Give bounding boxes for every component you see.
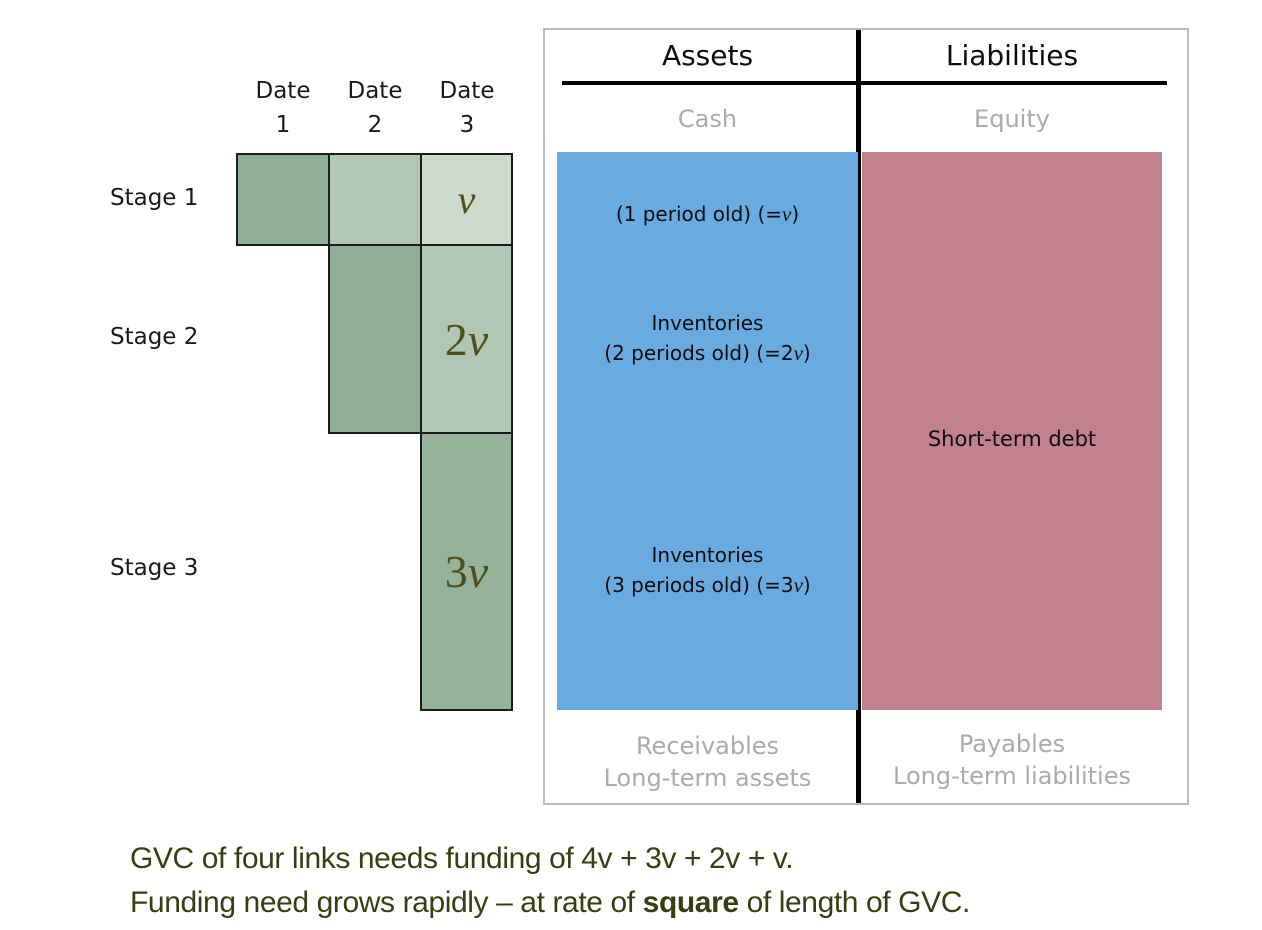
date-header-2-num: 2 xyxy=(367,112,383,138)
long-term-liabilities-label: Long-term liabilities xyxy=(893,762,1131,790)
balance-sheet-header-underline xyxy=(562,81,1167,85)
liabilities-header: Liabilities xyxy=(945,39,1079,72)
assets-footer: Receivables Long-term assets xyxy=(557,730,858,794)
asset-item-3-title: Inventories xyxy=(651,543,764,567)
grid-cell-stage1-date1 xyxy=(236,153,330,246)
date-header-3: Date 3 xyxy=(420,74,514,142)
date-header-3-num: 3 xyxy=(459,112,475,138)
caption-line-2: Funding need grows rapidly – at rate of … xyxy=(130,886,970,919)
liabilities-footer: Payables Long-term liabilities xyxy=(862,728,1162,792)
asset-item-3-detail: (3 periods old) (=3v) xyxy=(604,573,811,597)
date-header-1: Date 1 xyxy=(236,74,330,142)
date-header-1-num: 1 xyxy=(275,112,291,138)
long-term-assets-label: Long-term assets xyxy=(603,764,812,792)
caption-bold-square: square xyxy=(642,886,739,919)
stage-label-1: Stage 1 xyxy=(110,185,199,211)
payables-label: Payables xyxy=(958,730,1066,758)
date-header-2-word: Date xyxy=(347,78,403,104)
stage-label-3: Stage 3 xyxy=(110,555,199,581)
receivables-label: Receivables xyxy=(635,732,780,760)
equity-label: Equity xyxy=(974,105,1050,133)
cash-label: Cash xyxy=(677,105,738,133)
balance-sheet: Assets Liabilities Cash Equity (1 period… xyxy=(543,28,1189,805)
caption: GVC of four links needs funding of 4v + … xyxy=(130,837,970,925)
short-term-debt-label: Short-term debt xyxy=(927,427,1097,451)
asset-item-2-title: Inventories xyxy=(651,311,764,335)
assets-fill-area xyxy=(557,152,858,710)
asset-item-1-detail: (1 period old) (=v) xyxy=(615,202,800,226)
balance-sheet-column-divider xyxy=(856,30,861,803)
stage-label-2: Stage 2 xyxy=(110,324,199,350)
grid-cell-stage2-date2 xyxy=(328,244,422,434)
grid-cell-stage1-date3: v xyxy=(420,153,513,246)
liabilities-fill-area xyxy=(862,152,1162,710)
caption-line-1: GVC of four links needs funding of 4v + … xyxy=(130,842,794,875)
grid-cell-stage1-date2 xyxy=(328,153,422,246)
date-header-3-word: Date xyxy=(439,78,495,104)
date-header-2: Date 2 xyxy=(328,74,422,142)
date-header-1-word: Date xyxy=(255,78,311,104)
assets-header: Assets xyxy=(661,39,754,72)
asset-item-2-detail: (2 periods old) (=2v) xyxy=(604,341,811,365)
